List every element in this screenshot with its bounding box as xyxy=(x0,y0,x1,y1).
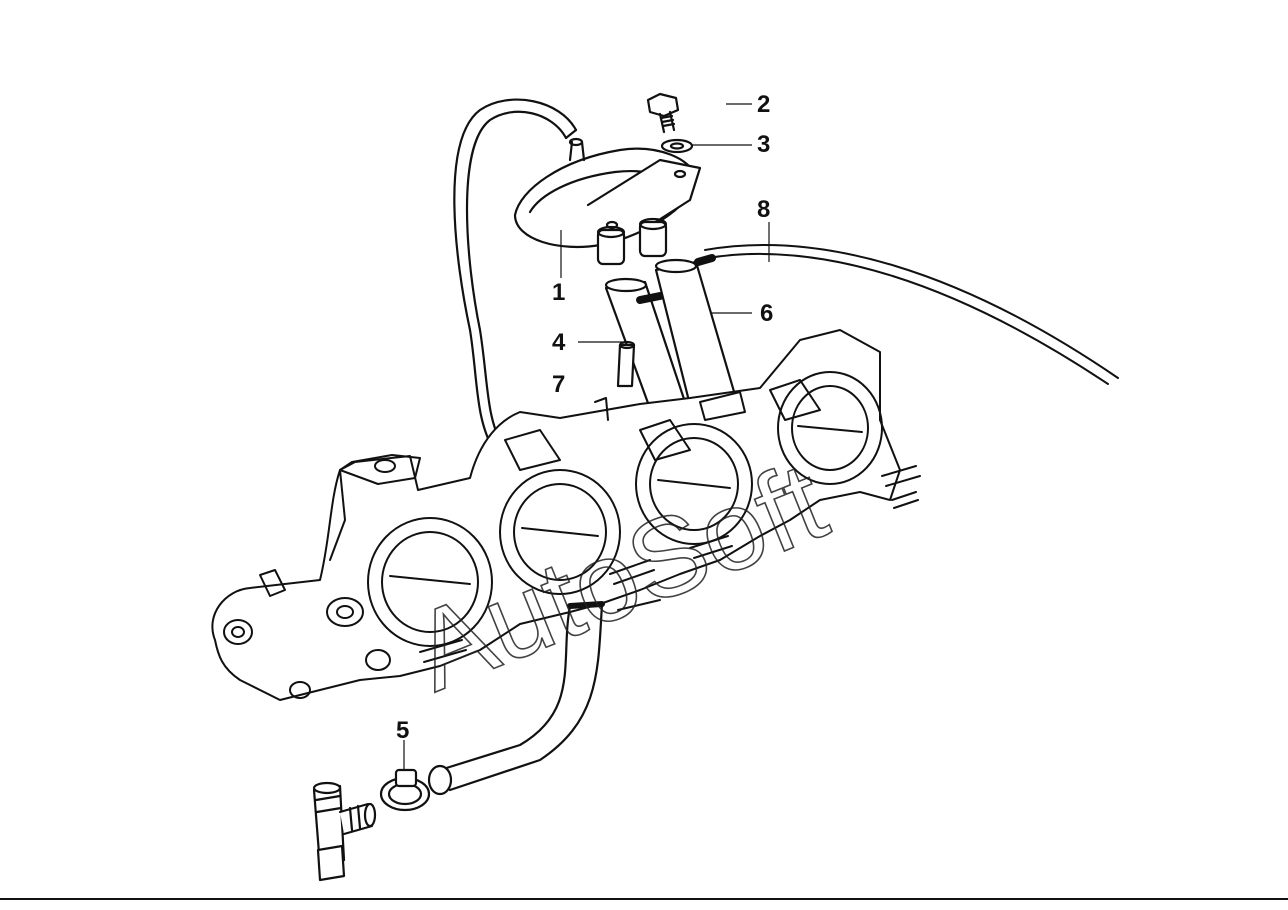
leader-lines xyxy=(403,103,770,770)
part-2-bolt[interactable] xyxy=(646,92,680,134)
part-6-hose[interactable] xyxy=(654,254,737,407)
lower-coolant-hose xyxy=(427,601,605,796)
label-part-8: 8 xyxy=(757,196,770,223)
throttle-body-assembly xyxy=(211,329,921,701)
label-part-2: 2 xyxy=(757,91,770,118)
t-piece-fitting xyxy=(312,781,377,882)
label-part-6: 6 xyxy=(760,300,773,327)
part-8-vacuum-line[interactable] xyxy=(704,244,1119,385)
label-part-4: 4 xyxy=(552,329,566,356)
part-5-clamp[interactable] xyxy=(379,768,431,812)
part-1-regulator[interactable] xyxy=(513,137,702,266)
label-part-1: 1 xyxy=(552,279,565,306)
label-part-5: 5 xyxy=(396,717,409,744)
part-7-tube[interactable] xyxy=(616,340,636,388)
vacuum-hose-loop xyxy=(453,98,578,454)
part-3-washer[interactable] xyxy=(660,138,694,154)
label-part-3: 3 xyxy=(757,131,770,158)
label-part-7: 7 xyxy=(552,371,565,398)
